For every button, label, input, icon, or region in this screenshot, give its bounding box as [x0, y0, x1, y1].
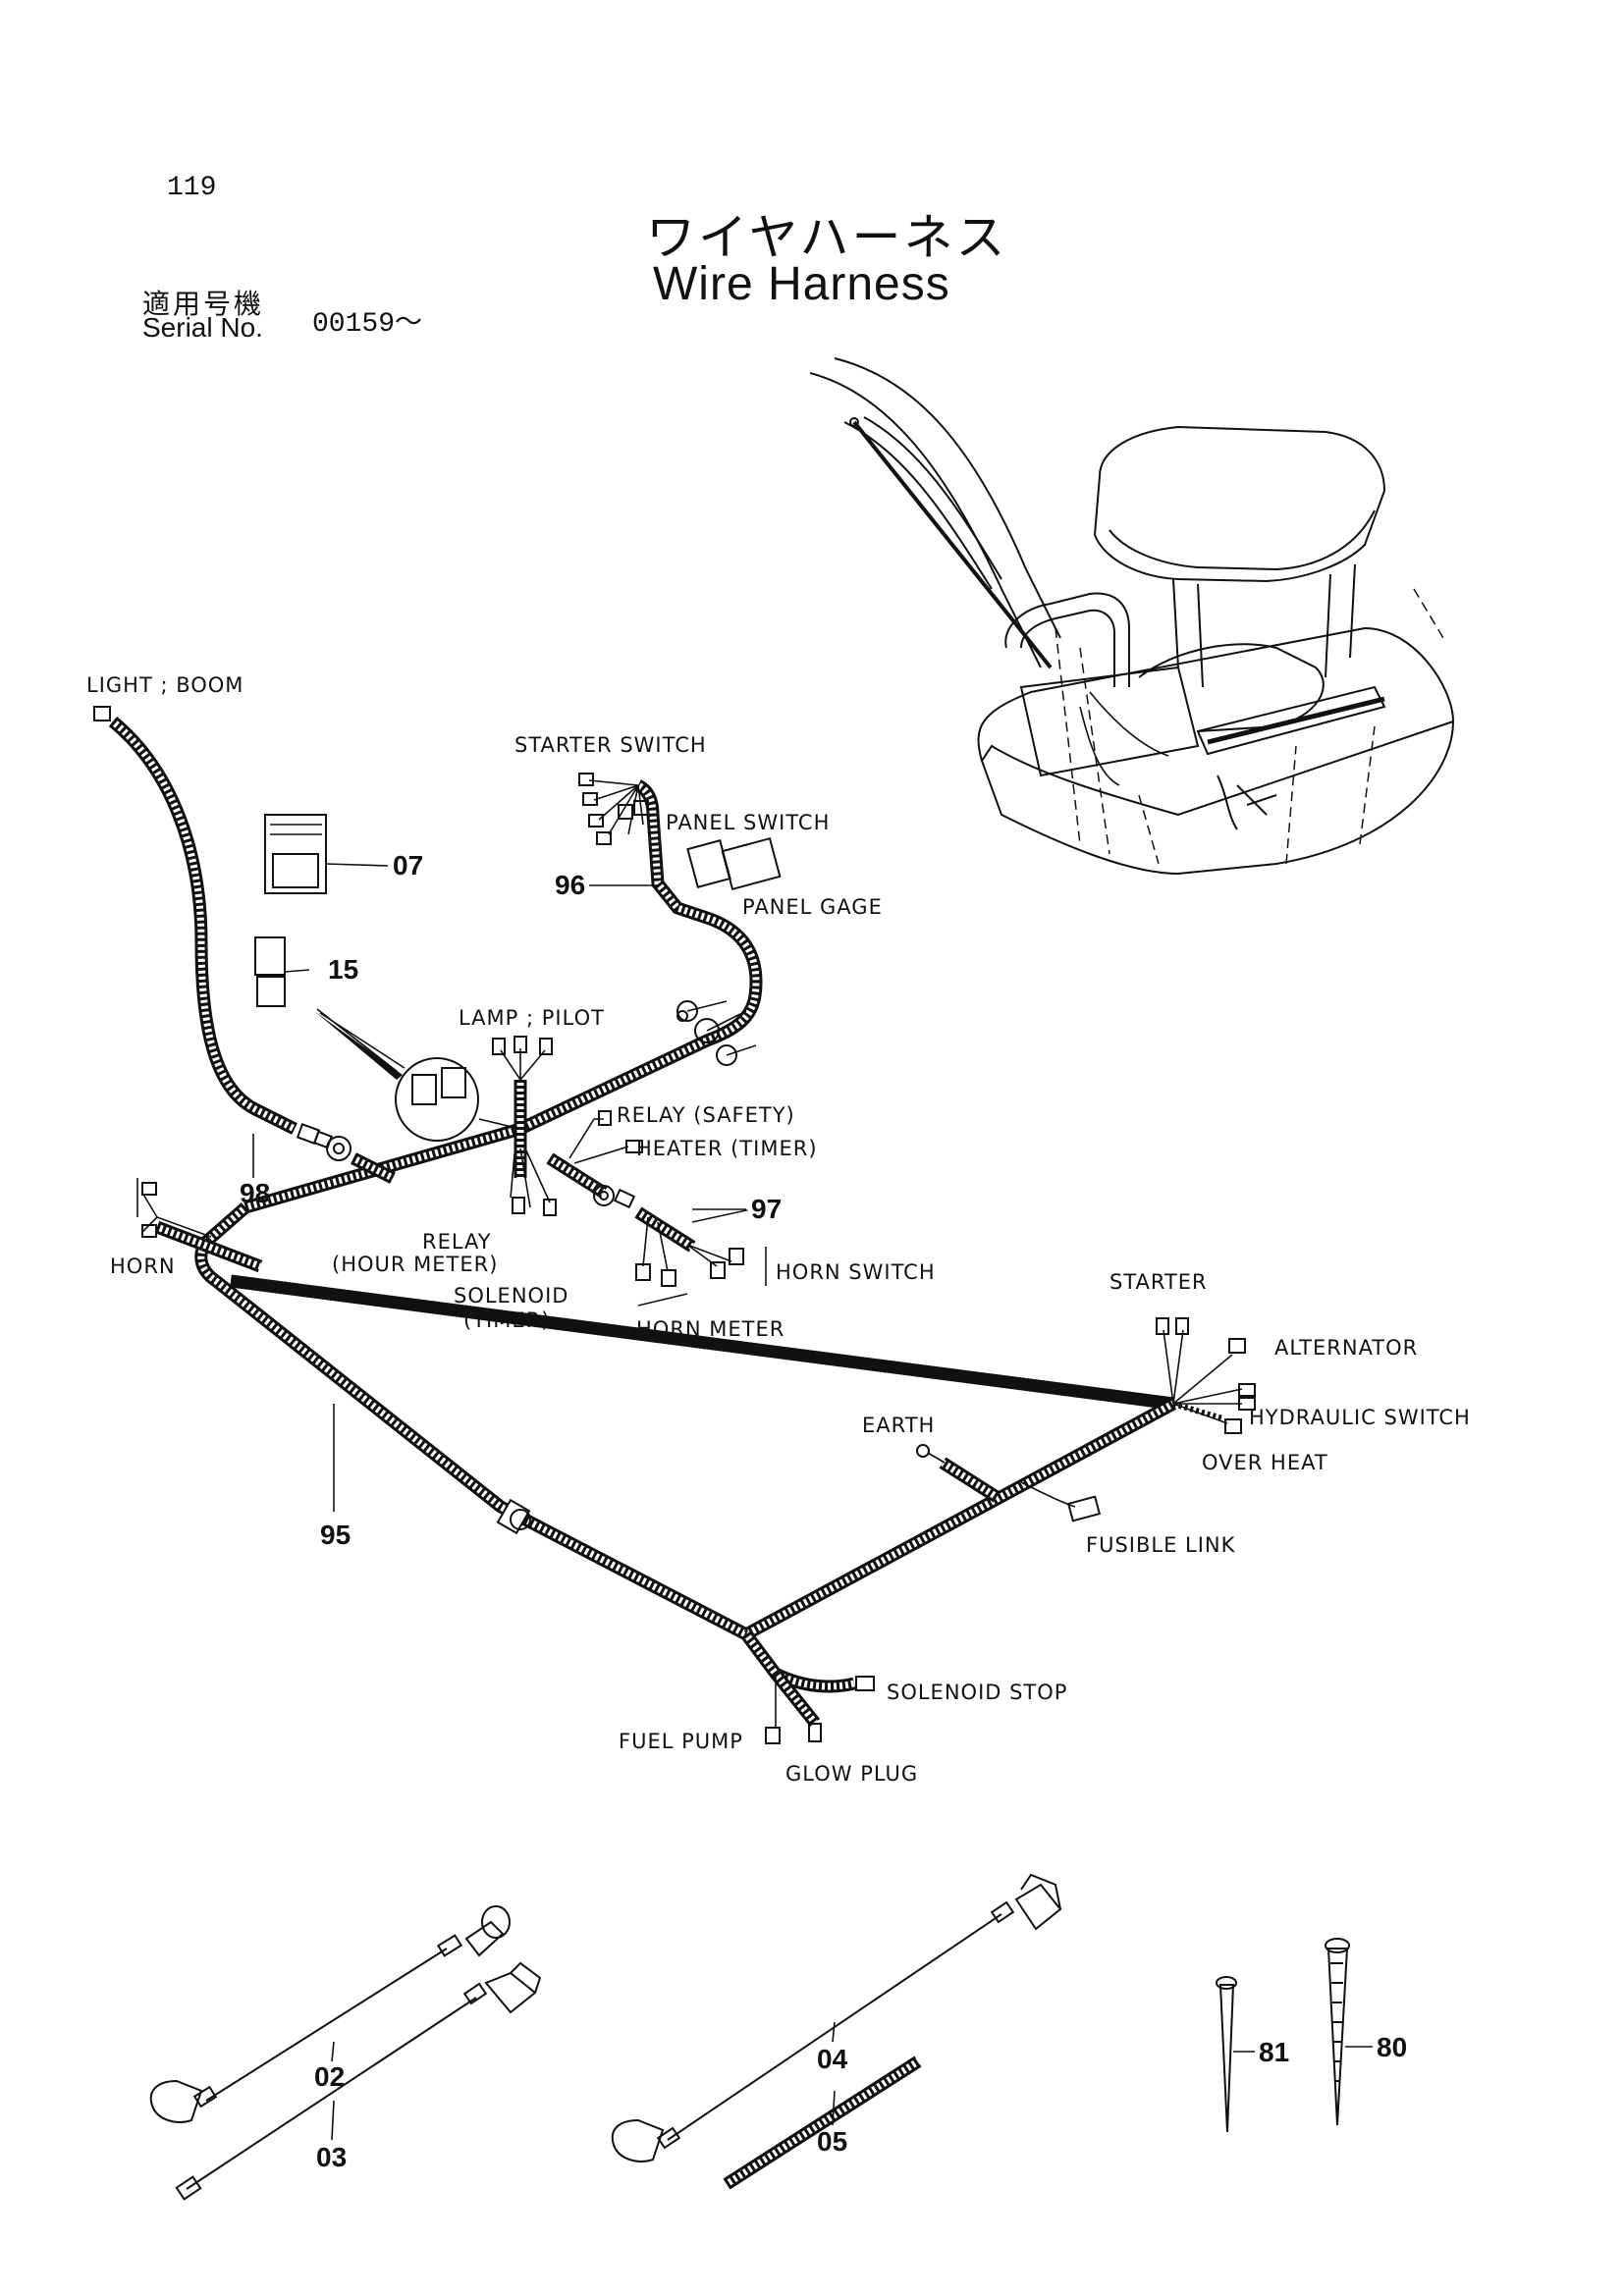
- label-horn: HORN: [110, 1255, 176, 1278]
- part-number-04: 04: [817, 2044, 848, 2074]
- label-timer: (TIMER): [463, 1308, 551, 1332]
- horn-branch: [136, 1178, 212, 1238]
- label-solenoid: SOLENOID: [454, 1284, 569, 1308]
- label-heater-timer: HEATER (TIMER): [636, 1137, 818, 1160]
- part-number-15: 15: [328, 954, 359, 985]
- serial-value: 00159～: [312, 309, 423, 340]
- harness-center-branches: [492, 1036, 643, 1216]
- label-light-boom: LIGHT ; BOOM: [86, 673, 244, 697]
- title-japanese: ワイヤハーネス: [646, 209, 1008, 266]
- label-panel-gage: PANEL GAGE: [742, 895, 883, 919]
- part-07-block: [264, 814, 389, 894]
- label-horn-meter: HORN METER: [636, 1317, 785, 1341]
- cables-02-03: [149, 1905, 542, 2201]
- label-hydraulic-switch: HYDRAULIC SWITCH: [1249, 1406, 1471, 1429]
- machine-illustration: [809, 357, 1455, 876]
- serial-label-japanese: 適用号機: [142, 288, 265, 320]
- label-horn-switch: HORN SWITCH: [776, 1260, 936, 1284]
- page-number: 119: [167, 173, 217, 203]
- harness-right-branches: [916, 1317, 1256, 1522]
- label-relay: RELAY: [422, 1230, 492, 1254]
- cables-04-05: [611, 1873, 1062, 2190]
- label-glow-plug: GLOW PLUG: [785, 1762, 919, 1786]
- label-fuel-pump: FUEL PUMP: [619, 1730, 743, 1753]
- relay-detail-callout: [314, 1008, 521, 1142]
- label-fusible-link: FUSIBLE LINK: [1086, 1533, 1236, 1557]
- serial-label: Serial No.: [142, 312, 263, 343]
- part-15-block: [254, 936, 310, 1007]
- part-number-03: 03: [316, 2142, 348, 2172]
- part-number-96: 96: [555, 870, 586, 900]
- label-starter-switch: STARTER SWITCH: [514, 733, 707, 757]
- harness-98: [93, 706, 396, 1184]
- part-number-81: 81: [1259, 2037, 1290, 2067]
- label-over-heat: OVER HEAT: [1202, 1451, 1328, 1474]
- leader-lines: [252, 884, 746, 1512]
- harness-96: [517, 773, 782, 1135]
- label-alternator: ALTERNATOR: [1274, 1336, 1419, 1360]
- part-number-97: 97: [751, 1194, 783, 1224]
- label-hour-meter: (HOUR METER): [332, 1253, 499, 1276]
- label-earth: EARTH: [862, 1414, 936, 1437]
- part-number-95: 95: [320, 1520, 352, 1550]
- label-panel-switch: PANEL SWITCH: [666, 811, 831, 834]
- part-number-80: 80: [1377, 2032, 1408, 2062]
- page-title: Wire Harness: [653, 258, 950, 310]
- label-relay-safety: RELAY (SAFETY): [617, 1103, 795, 1127]
- label-solenoid-stop: SOLENOID STOP: [887, 1681, 1068, 1704]
- label-lamp-pilot: LAMP ; PILOT: [459, 1006, 605, 1030]
- part-number-07: 07: [393, 850, 424, 881]
- harness-97: [634, 1206, 767, 1307]
- pins-80-81: [1216, 1938, 1373, 2133]
- part-number-98: 98: [240, 1178, 271, 1208]
- part-number-02: 02: [314, 2061, 346, 2092]
- label-starter: STARTER: [1109, 1270, 1208, 1294]
- part-number-05: 05: [817, 2126, 848, 2157]
- harness-95: [154, 1122, 1177, 1744]
